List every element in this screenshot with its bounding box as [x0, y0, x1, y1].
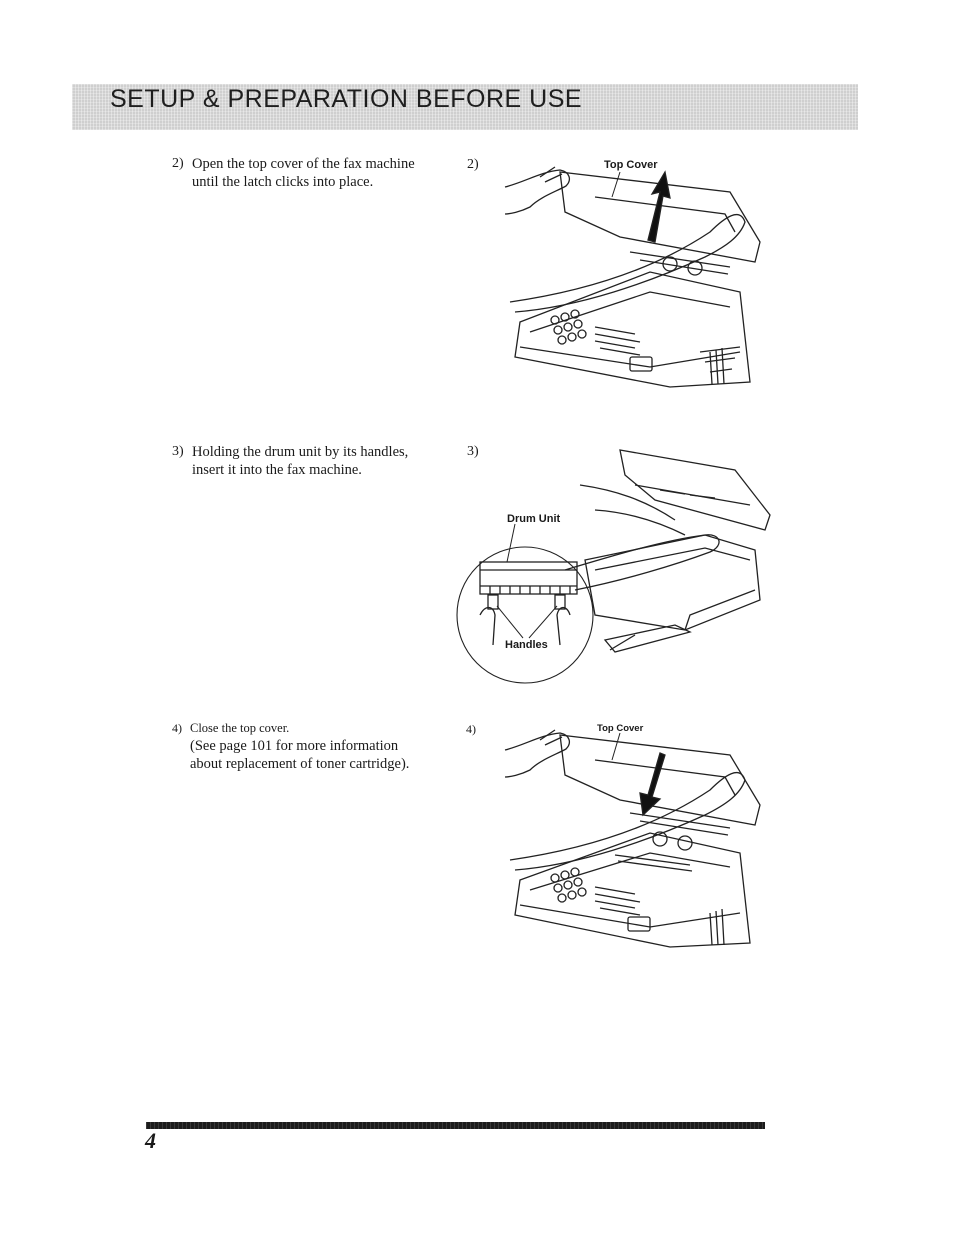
- figure-insert-drum-unit: Drum Unit Handles: [456, 449, 771, 684]
- step-4-text: Close the top cover. (See page 101 for m…: [190, 719, 460, 773]
- left-hand: [504, 169, 571, 215]
- step-2-line-1: Open the top cover of the fax machine: [192, 156, 415, 172]
- drum-unit-drawing: [479, 561, 578, 595]
- left-hand: [504, 732, 571, 778]
- label-handles: Handles: [505, 639, 548, 651]
- step-2-number: 2): [172, 156, 184, 171]
- step-3-line-1: Holding the drum unit by its handles,: [192, 444, 409, 460]
- figure-close-top-cover: Top Cover: [504, 723, 761, 948]
- top-cover-lid: [559, 171, 761, 263]
- page-number: 4: [145, 1128, 156, 1153]
- step-2-line-2: until the latch clicks into place.: [192, 174, 374, 190]
- step-4-line-2: (See page 101 for more information: [190, 738, 399, 754]
- drum-unit-inset: [456, 546, 594, 684]
- step-4-number: 4): [172, 721, 182, 735]
- label-top-cover: Top Cover: [597, 723, 644, 734]
- figure-2-number: 2): [467, 157, 479, 172]
- step-4-line-3: about replacement of toner cartridge).: [190, 756, 410, 772]
- step-2-text: Open the top cover of the fax machine un…: [192, 155, 462, 191]
- figure-3-number: 3): [467, 444, 479, 459]
- figure-open-top-cover: Top Cover: [504, 159, 761, 388]
- up-arrow-icon: [647, 170, 671, 243]
- label-drum-unit: Drum Unit: [507, 513, 561, 525]
- fax-machine-body: [514, 832, 751, 948]
- right-arm: [509, 213, 746, 313]
- right-arm: [509, 771, 746, 871]
- top-cover-lid: [559, 734, 761, 826]
- open-lid: [619, 449, 771, 531]
- step-3-line-2: insert it into the fax machine.: [192, 462, 362, 478]
- left-handle: [487, 594, 499, 610]
- down-arrow-icon: [639, 752, 666, 817]
- fax-machine-body: [514, 271, 751, 388]
- page-header-title: SETUP & PREPARATION BEFORE USE: [110, 85, 583, 113]
- step-3-number: 3): [172, 444, 184, 459]
- step-3-text: Holding the drum unit by its handles, in…: [192, 443, 462, 479]
- footer-bar: [146, 1122, 765, 1129]
- header-band: [72, 84, 858, 130]
- upper-arm: [579, 484, 676, 521]
- label-top-cover: Top Cover: [604, 159, 658, 171]
- figure-4-number: 4): [466, 722, 476, 736]
- lower-arm: [564, 534, 720, 591]
- step-4-line-1: Close the top cover.: [190, 721, 290, 735]
